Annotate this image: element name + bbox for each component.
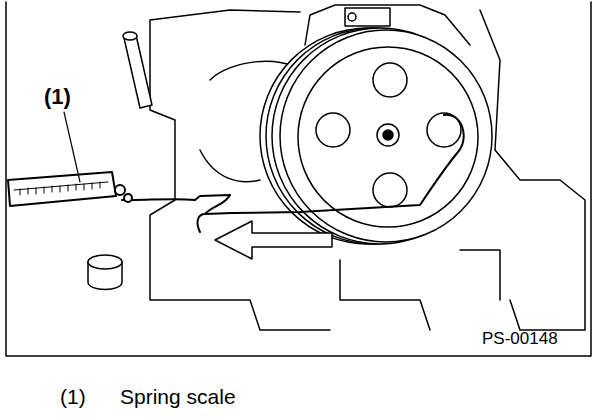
pulley-hole xyxy=(373,63,407,97)
callout-number: (1) xyxy=(44,86,71,108)
leader-line xyxy=(64,112,80,182)
pump-fitting xyxy=(345,8,390,26)
figure-frame xyxy=(6,2,591,356)
part-name: Spring scale xyxy=(120,386,236,407)
pulley-hub xyxy=(377,124,399,146)
pulley-shaft xyxy=(383,130,393,140)
engine-block xyxy=(480,10,585,330)
pulley-face xyxy=(298,47,478,227)
pulley-hole xyxy=(373,173,407,207)
rod xyxy=(124,35,152,108)
pulley-hole xyxy=(316,113,350,147)
callout-number: (1) xyxy=(60,386,86,407)
wire-hook xyxy=(195,195,232,232)
pull-direction-arrow xyxy=(215,221,332,259)
engine-block xyxy=(340,250,500,330)
rod xyxy=(123,32,137,40)
spring-scale xyxy=(8,172,132,206)
pulley-rim xyxy=(280,30,492,242)
figure-code: PS-00148 xyxy=(482,330,558,347)
stud xyxy=(88,255,122,269)
pump-bolt xyxy=(348,13,356,21)
wire xyxy=(232,115,464,213)
